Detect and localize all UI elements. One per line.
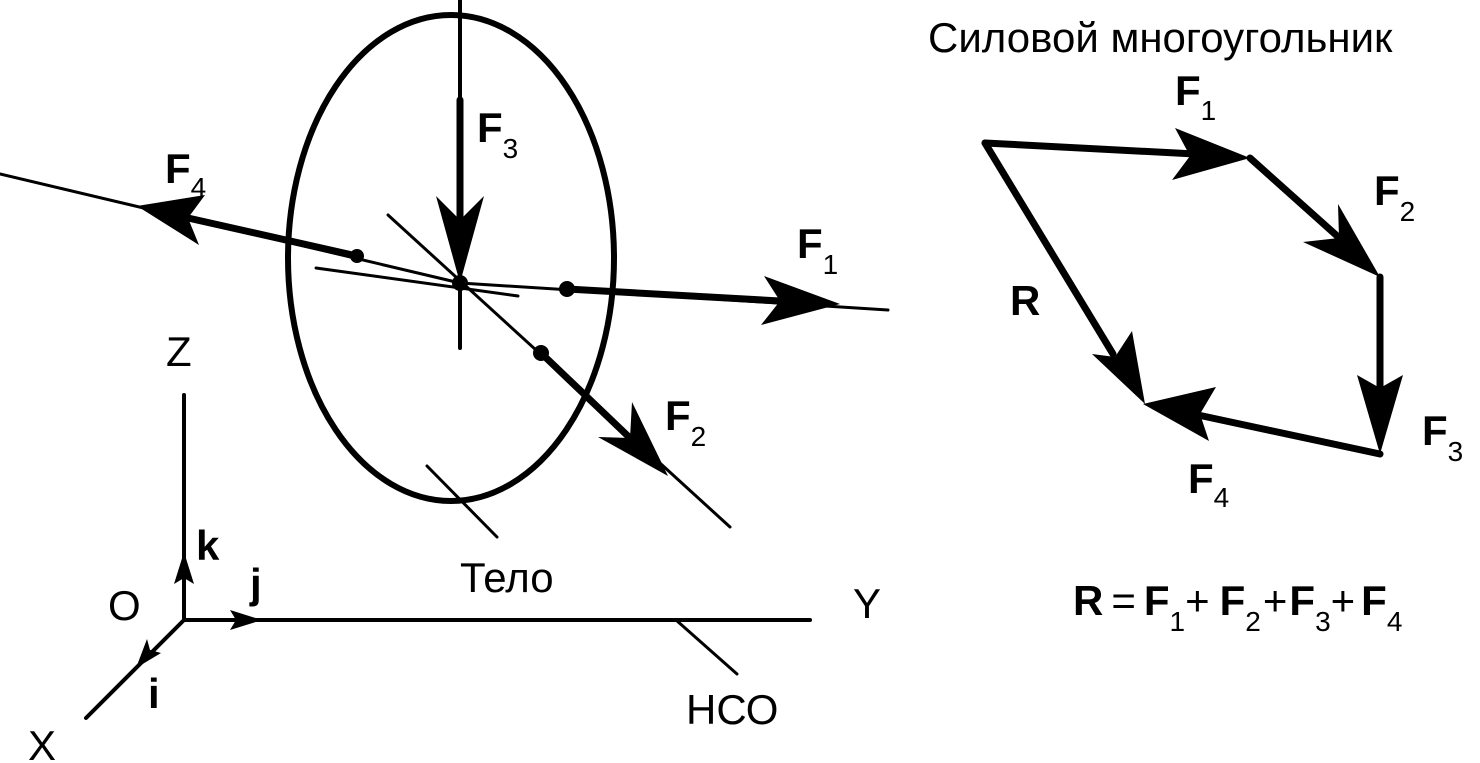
f2-shaft bbox=[537, 349, 634, 442]
reference-frame bbox=[84, 393, 812, 720]
f4-shaft bbox=[184, 214, 361, 260]
polygon-f3-label: F3 bbox=[1422, 407, 1463, 467]
body-ellipse bbox=[285, 12, 617, 504]
y-axis-label: Y bbox=[853, 580, 881, 627]
f1-arrowhead bbox=[761, 276, 840, 325]
x-axis-label: X bbox=[28, 722, 56, 763]
force-f1 bbox=[563, 276, 840, 325]
f1-label: F1 bbox=[797, 220, 838, 280]
k-arrowhead bbox=[174, 552, 194, 584]
body-leader-line bbox=[425, 464, 499, 539]
f4-arrowhead bbox=[137, 195, 205, 245]
polygon-f1-label: F1 bbox=[1175, 67, 1216, 126]
polygon-f2-arrowhead bbox=[1303, 204, 1380, 277]
polygon-f3-arrowhead bbox=[1357, 375, 1403, 454]
f2-label: F2 bbox=[665, 392, 706, 452]
i-arrowhead bbox=[136, 639, 161, 668]
f2-arrowhead bbox=[598, 402, 668, 476]
force-f3 bbox=[436, 96, 484, 283]
frame-label: НСО bbox=[686, 686, 778, 733]
force-f2 bbox=[537, 349, 668, 476]
j-arrowhead bbox=[230, 610, 262, 630]
polygon-r-label: R bbox=[1010, 277, 1040, 324]
polygon-f4-arrowhead bbox=[1143, 387, 1216, 441]
k-label: k bbox=[196, 522, 220, 569]
body-inclined-axis bbox=[314, 266, 520, 298]
polygon-f2-label: F2 bbox=[1374, 167, 1415, 227]
frame-leader-line bbox=[674, 618, 739, 676]
polygon-r-shaft bbox=[981, 139, 1117, 358]
f4-label: F4 bbox=[165, 145, 206, 203]
resultant-equation: R=F1+F2+F3+F4 bbox=[1073, 577, 1402, 637]
body bbox=[0, 0, 890, 539]
j-label: j bbox=[249, 560, 262, 607]
polygon-r-arrowhead bbox=[1092, 331, 1145, 404]
polygon-f1-arrowhead bbox=[1172, 128, 1250, 180]
polygon-title: Силовой многоугольник bbox=[928, 14, 1393, 61]
polygon-f2-shaft bbox=[1246, 154, 1349, 247]
polygon-f4-shaft bbox=[1194, 411, 1384, 458]
body-label: Тело bbox=[460, 554, 554, 601]
f1-shaft bbox=[563, 285, 784, 305]
force-polygon bbox=[981, 128, 1403, 458]
origin-label: O bbox=[108, 582, 141, 629]
f3-label: F3 bbox=[477, 104, 518, 164]
i-label: i bbox=[148, 670, 160, 717]
x-axis bbox=[84, 618, 186, 720]
force-f4 bbox=[137, 195, 361, 260]
f3-arrowhead bbox=[436, 196, 484, 283]
polygon-f4-label: F4 bbox=[1188, 455, 1229, 513]
polygon-f1-shaft bbox=[981, 139, 1199, 158]
z-axis-label: Z bbox=[166, 328, 192, 375]
